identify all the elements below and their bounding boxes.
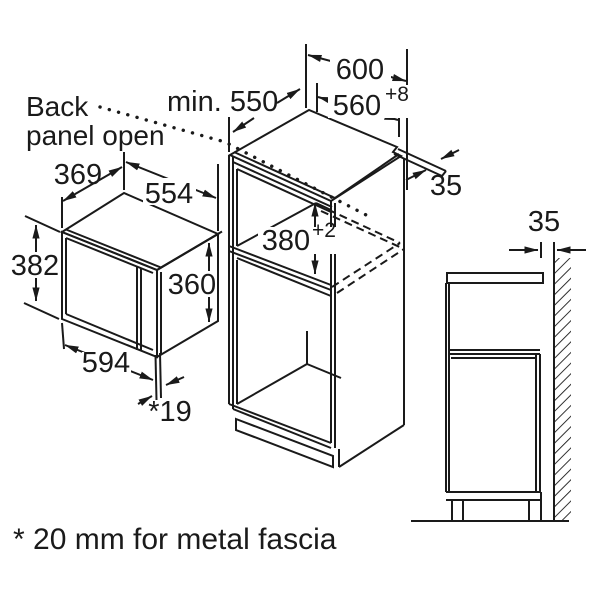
side-view-drawing [411, 256, 571, 522]
dim-wall-gap-label: 35 [528, 206, 560, 238]
side-view-leg [451, 499, 464, 522]
dim-rear-gap-label: 35 [430, 170, 462, 202]
cabinet-dimensions: 600 560 +8 min. 550 35 380 +2 [98, 44, 462, 275]
dim-mw-front-height-label: 360 [168, 269, 216, 301]
dashed-shelf-projection [315, 203, 401, 244]
side-view-worktop [446, 272, 544, 284]
dim-mw-width-label: 594 [82, 347, 130, 379]
dim-niche-height-tolerance: +2 [312, 219, 336, 242]
note-back-panel-line1: Back [26, 91, 89, 122]
microwave-drawing [59, 191, 223, 359]
back-panel-leader [98, 105, 374, 220]
dim-niche-width-label: 560 [333, 90, 381, 122]
footnote-text: * 20 mm for metal fascia [13, 523, 337, 556]
cabinet-drawing [227, 108, 447, 469]
dim-niche-height-label: 380 [262, 225, 310, 257]
dim-mw-height-label: 382 [11, 250, 59, 282]
dim-mw-top-width-label: 554 [145, 178, 193, 210]
side-view-dimensions: 35 [509, 206, 586, 258]
note-back-panel-line2: panel open [26, 120, 165, 151]
dim-niche-width-tolerance: +8 [385, 83, 409, 106]
diagram-notes: Back panel open * 20 mm for metal fascia [13, 91, 337, 556]
dim-min-depth-label: min. 550 [167, 86, 278, 118]
microwave-dimensions: 369 554 382 360 594 *19 [10, 152, 219, 428]
dim-cabinet-width-label: 600 [336, 54, 384, 86]
wall-hatching [555, 258, 571, 521]
dim-mw-depth-label: 369 [54, 159, 102, 191]
dim-door-protrusion-label: *19 [148, 396, 192, 428]
side-view-leg [528, 499, 542, 522]
